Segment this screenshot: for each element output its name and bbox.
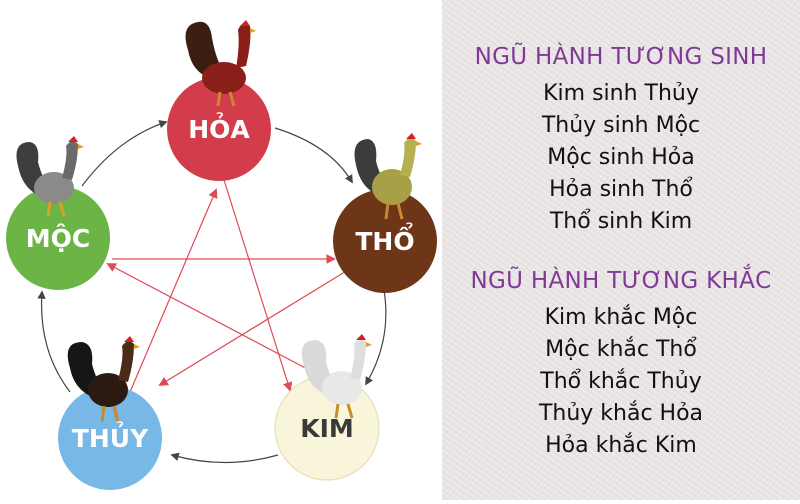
rooster-tho-image <box>354 133 422 220</box>
cycle-arrow-thuy-to-moc <box>37 290 71 393</box>
star-arrow-kim-to-moc <box>106 263 331 382</box>
star-arrow-tho-to-thuy <box>158 269 349 387</box>
circle-thuy <box>58 386 162 490</box>
controlling-line: Mộc khắc Thổ <box>545 337 697 362</box>
label-tho: THỔ <box>355 221 414 256</box>
generating-line: Thổ sinh Kim <box>549 209 693 234</box>
five-elements-diagram: HỎA THỔ KIM THỦY MỘC <box>6 20 437 490</box>
label-thuy: THỦY <box>72 420 149 453</box>
star-arrow-hoa-to-kim <box>223 179 293 392</box>
label-moc: MỘC <box>26 223 90 253</box>
cycle-arrow-hoa-to-tho <box>274 127 353 184</box>
rooster-moc-image <box>16 136 84 217</box>
generating-line: Mộc sinh Hỏa <box>547 145 695 170</box>
heading-generating: NGŨ HÀNH TƯƠNG SINH <box>474 44 768 70</box>
generating-cycle <box>37 120 387 464</box>
generating-line: Thủy sinh Mộc <box>541 113 701 138</box>
circle-tho <box>333 189 437 293</box>
controlling-line: Thủy khắc Hỏa <box>538 401 704 426</box>
label-hoa: HỎA <box>188 111 250 144</box>
rooster-kim-image <box>301 334 372 419</box>
rooster-hoa-image <box>185 20 256 107</box>
heading-controlling: NGŨ HÀNH TƯƠNG KHẮC <box>470 268 772 294</box>
relations-text-panel: NGŨ HÀNH TƯƠNG SINH Kim sinh Thủy Thủy s… <box>442 0 800 500</box>
generating-line: Kim sinh Thủy <box>543 81 699 106</box>
star-arrow-thuy-to-hoa <box>129 188 218 393</box>
cycle-arrow-tho-to-kim <box>365 289 387 386</box>
circle-moc <box>6 186 110 290</box>
controlling-line: Thổ khắc Thủy <box>540 369 702 394</box>
five-elements-svg: HỎA THỔ KIM THỦY MỘC <box>6 20 437 490</box>
cycle-arrow-moc-to-hoa <box>81 120 168 187</box>
label-kim: KIM <box>300 414 354 443</box>
circle-hoa <box>167 77 271 181</box>
controlling-star <box>106 179 349 393</box>
controlling-line: Kim khắc Mộc <box>544 305 698 330</box>
rooster-thuy-image <box>67 336 140 423</box>
generating-line: Hỏa sinh Thổ <box>549 177 693 202</box>
cycle-arrow-kim-to-thuy <box>170 452 279 464</box>
controlling-line: Hỏa khắc Kim <box>545 433 697 458</box>
